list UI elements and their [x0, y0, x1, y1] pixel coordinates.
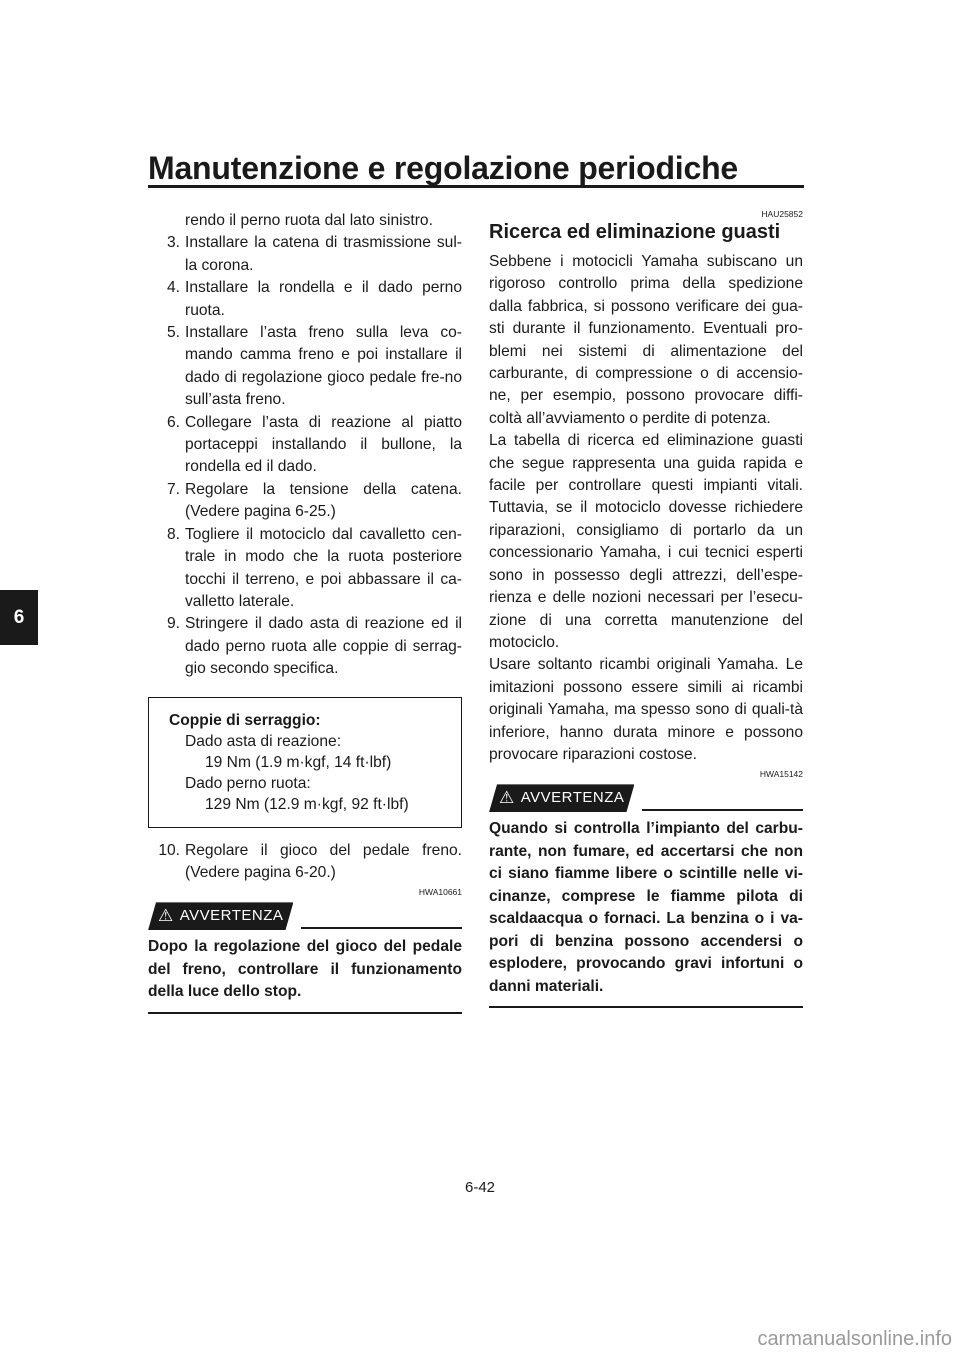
- page-number: 6-42: [464, 1179, 496, 1196]
- step-number: 4.: [166, 279, 180, 297]
- spec-item-label: Dado perno ruota:: [185, 774, 311, 792]
- step-text: Installare l’asta freno sulla leva co-ma…: [185, 324, 462, 409]
- warning-rule: [642, 809, 803, 812]
- warning-header: ⚠ AVVERTENZA: [489, 782, 803, 812]
- warning-label: AVVERTENZA: [520, 789, 625, 807]
- paragraph: Sebbene i motocicli Yamaha subiscano un …: [489, 253, 803, 427]
- warning-triangle-icon: ⚠: [499, 788, 515, 808]
- warning-end-rule: [489, 1006, 803, 1009]
- warning-code: HWA10661: [418, 887, 462, 898]
- header-rule: [148, 185, 804, 188]
- step-text: Regolare la tensione della catena. (Vede…: [185, 480, 462, 521]
- chapter-tab: 6: [0, 590, 38, 645]
- step-3: 3. Installare la catena di trasmissione s…: [148, 232, 462, 277]
- step-text: Regolare il gioco del pedale freno. (Ved…: [185, 841, 462, 881]
- step-6: 6. Collegare l’asta di reazione al piatto…: [148, 412, 462, 479]
- step-5: 5. Installare l’asta freno sulla leva co-…: [148, 322, 462, 412]
- step-number: 7.: [166, 480, 180, 498]
- spec-title: Coppie di serraggio:: [169, 711, 321, 729]
- warning-text: Dopo la regolazione del gioco del pedale…: [148, 938, 462, 1001]
- step-number: 8.: [166, 525, 180, 543]
- warning-triangle-icon: ⚠: [158, 906, 174, 926]
- step-number: 10.: [158, 841, 180, 859]
- warning-label: AVVERTENZA: [179, 907, 284, 925]
- section-title: Ricerca ed eliminazione guasti: [489, 221, 781, 243]
- warning-text: Quando si controlla l’impianto del carbu…: [489, 820, 803, 995]
- step-8: 8. Togliere il motociclo dal cavalletto c…: [148, 524, 462, 614]
- warning-badge: ⚠ AVVERTENZA: [489, 784, 634, 812]
- paragraph: Usare soltanto ricambi originali Yamaha.…: [489, 656, 803, 763]
- section-code: HAU25852: [761, 209, 803, 219]
- warning-header: ⚠ AVVERTENZA: [148, 900, 462, 930]
- left-column: rendo il perno ruota dal lato sinistro. …: [148, 210, 462, 1014]
- page-title: Manutenzione e regolazione periodiche: [148, 150, 739, 186]
- step-10: 10. Regolare il gioco del pedale freno. (…: [148, 840, 462, 885]
- spec-item-value: 129 Nm (12.9 m·kgf, 92 ft·lbf): [205, 795, 409, 813]
- step-text: Installare la catena di trasmissione sul…: [185, 234, 462, 274]
- spec-item-label: Dado asta di reazione:: [185, 732, 342, 750]
- warning-end-rule: [148, 1011, 462, 1014]
- step-text: Stringere il dado asta di reazione ed il…: [185, 615, 462, 678]
- step-4: 4. Installare la rondella e il dado perno…: [148, 277, 462, 322]
- watermark: carmanualsonline.info: [757, 1328, 952, 1350]
- step-text: Collegare l’asta di reazione al piatto p…: [185, 413, 462, 476]
- step-text: Togliere il motociclo dal cavalletto cen…: [185, 525, 462, 610]
- step-number: 3.: [166, 234, 180, 252]
- warning-code: HWA15142: [759, 769, 803, 780]
- step-number: 6.: [166, 413, 180, 431]
- step-continuation: rendo il perno ruota dal lato sinistro.: [185, 212, 433, 229]
- spec-item-value: 19 Nm (1.9 m·kgf, 14 ft·lbf): [205, 753, 392, 771]
- step-9: 9. Stringere il dado asta di reazione ed …: [148, 613, 462, 680]
- warning-badge: ⚠ AVVERTENZA: [148, 902, 293, 930]
- step-text: Installare la rondella e il dado perno r…: [185, 279, 462, 319]
- warning-rule: [301, 927, 462, 930]
- paragraph: La tabella di ricerca ed eliminazione gu…: [489, 432, 803, 651]
- right-column: HAU25852 Ricerca ed eliminazione guasti …: [489, 206, 803, 1009]
- step-7: 7. Regolare la tensione della catena. (Ve…: [148, 479, 462, 524]
- step-number: 5.: [166, 324, 180, 342]
- step-number: 9.: [166, 615, 180, 633]
- torque-spec-box: Coppie di serraggio: Dado asta di reazio…: [148, 696, 462, 828]
